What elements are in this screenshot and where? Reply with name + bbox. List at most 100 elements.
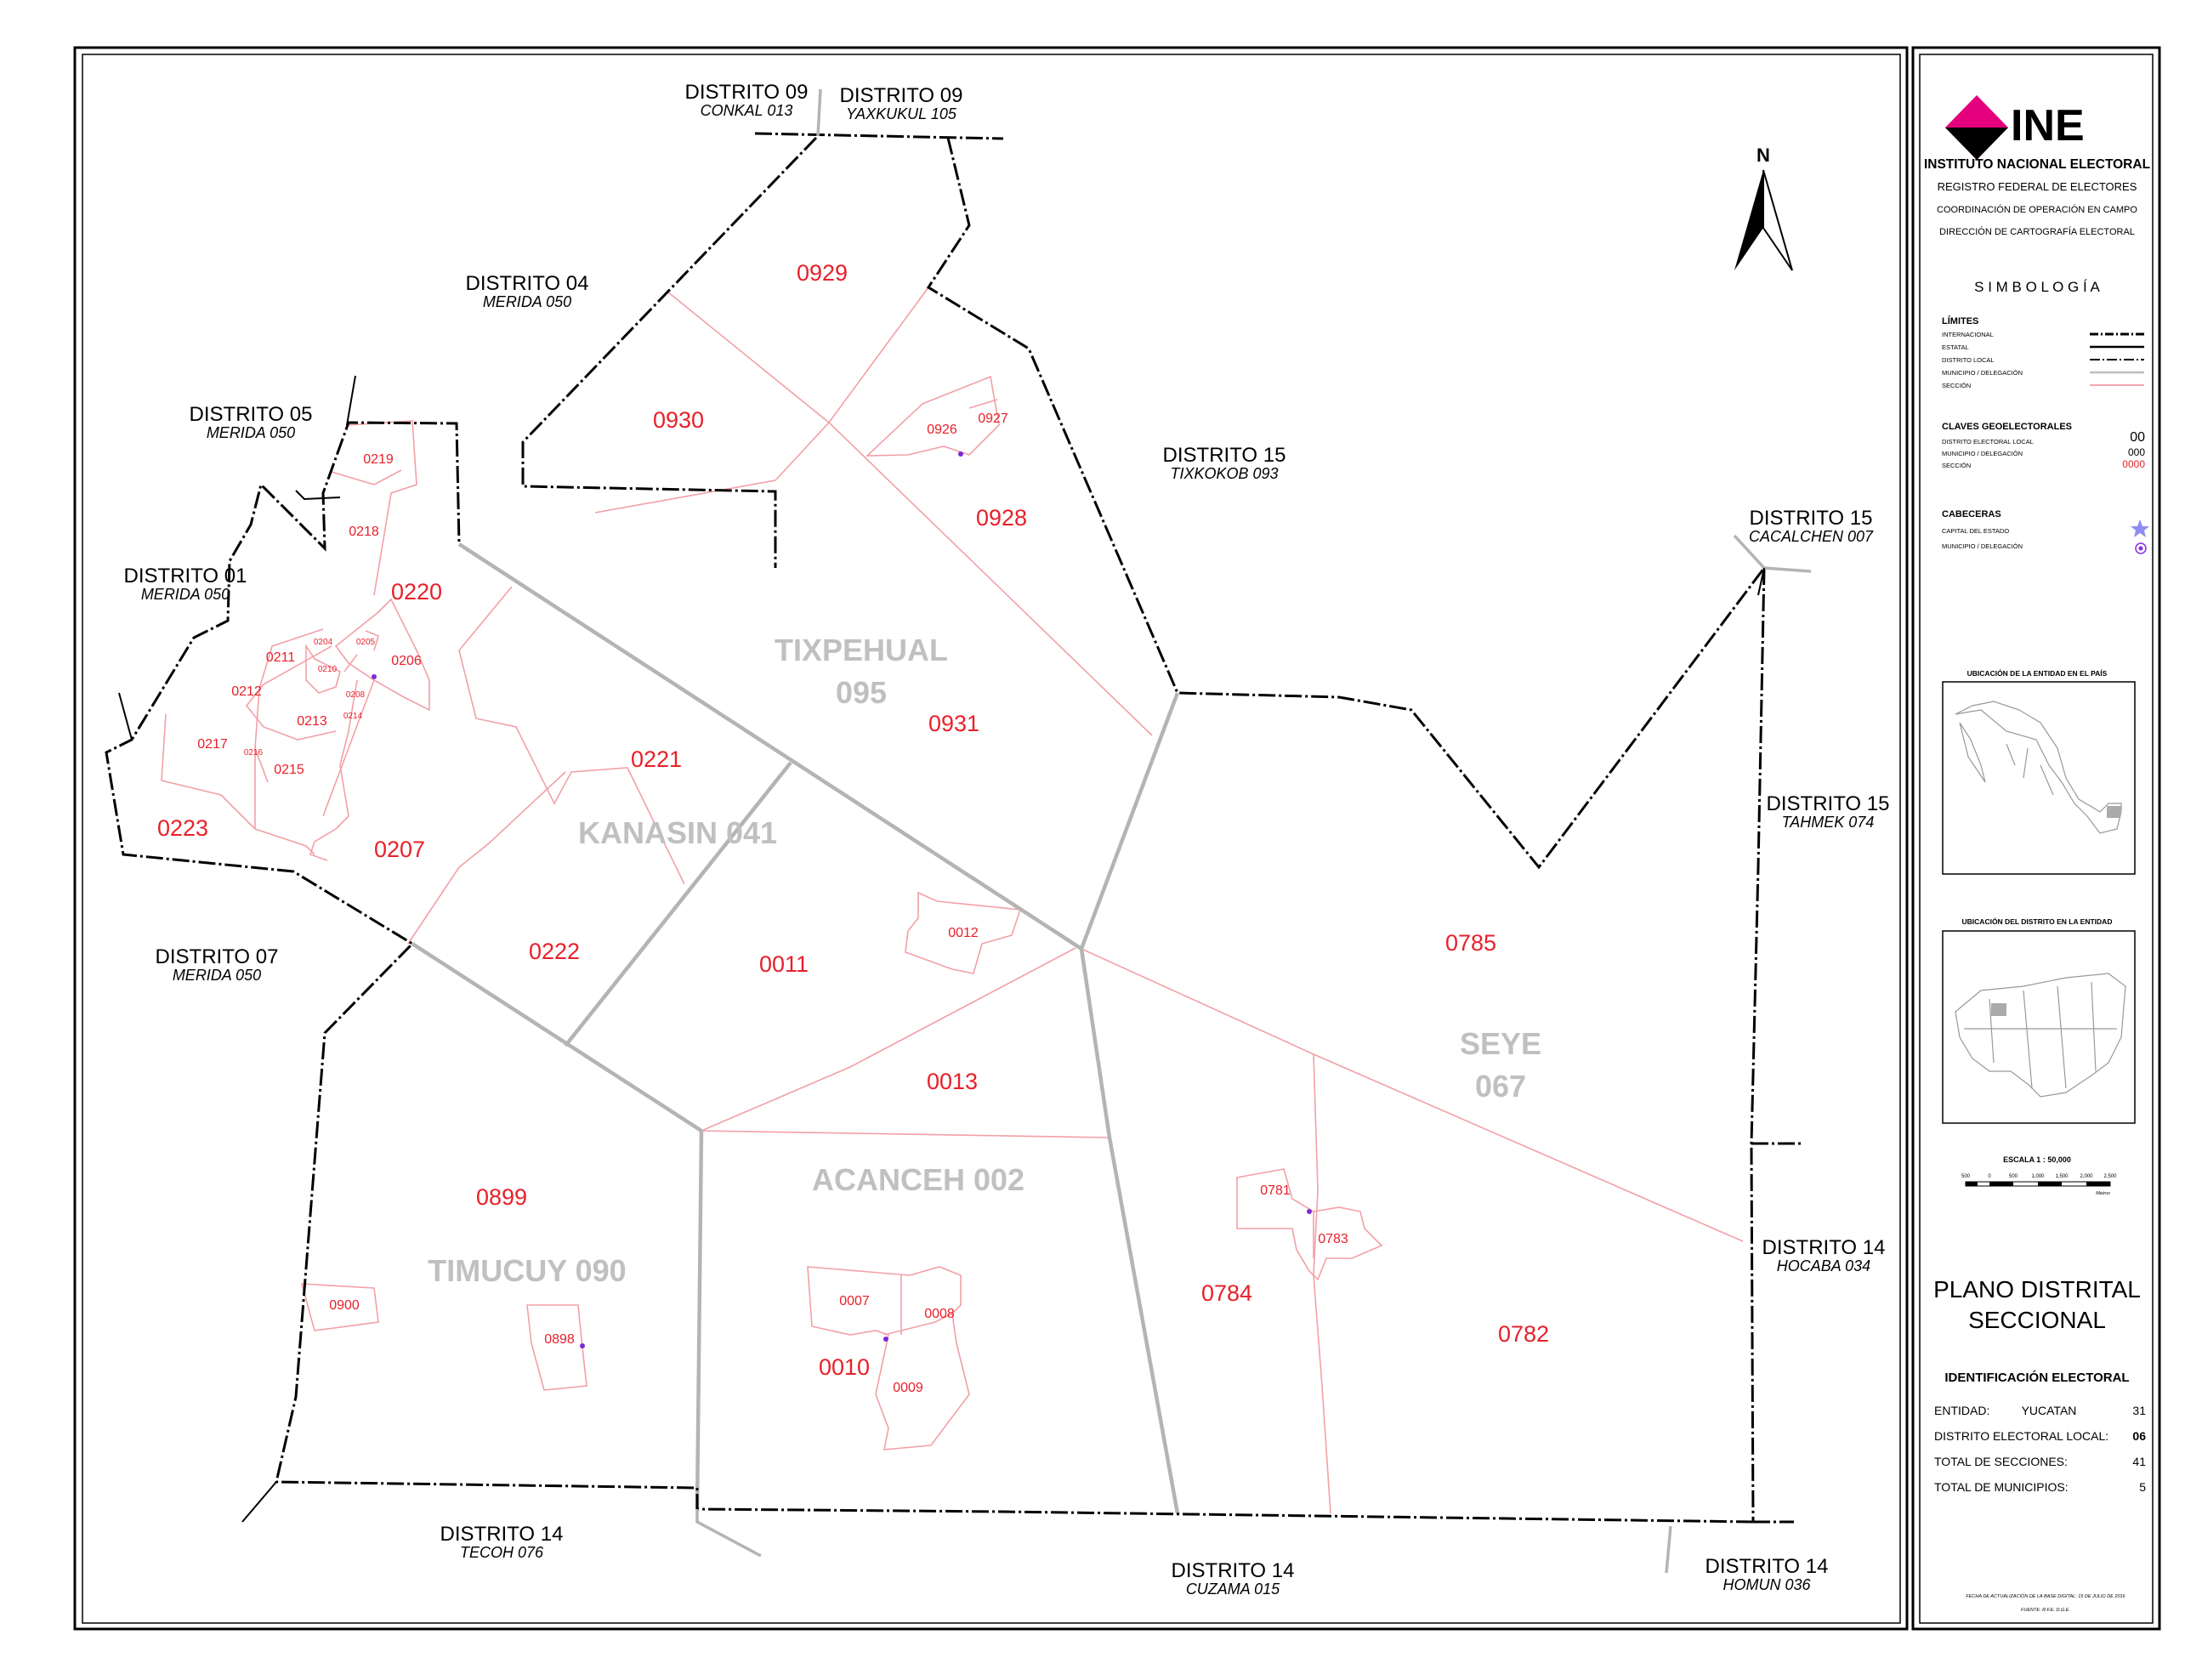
district-municipality: CUZAMA 015: [1186, 1581, 1280, 1598]
symbology-title: S I M B O L O G Í A: [1974, 279, 2100, 295]
section-label: 0007: [839, 1294, 870, 1308]
map-frame-outer: [73, 46, 1909, 1631]
section-label: 0223: [157, 815, 208, 841]
section-label: 0929: [797, 260, 848, 286]
north-label: N: [1756, 145, 1770, 166]
institute-name: INSTITUTO NACIONAL ELECTORAL: [1924, 157, 2150, 172]
district-municipality: MERIDA 050: [173, 967, 261, 984]
section-label: 0216: [244, 748, 264, 758]
section-label: 0222: [529, 939, 580, 964]
source-note: FUENTE: R.F.E. D.G.E.: [2021, 1608, 2070, 1613]
dot-icon: [580, 1343, 585, 1348]
map-frame-inner: [82, 54, 1901, 1624]
mexico-map-icon: [1955, 701, 2122, 834]
section-label: 0217: [197, 737, 228, 752]
limit-label: INTERNACIONAL: [1942, 331, 1994, 338]
scale-bar: [1965, 1181, 2111, 1187]
external-district-stubs: [118, 375, 1765, 1523]
district-municipality: HOCABA 034: [1777, 1257, 1870, 1274]
district-name: DISTRITO 14: [1172, 1559, 1295, 1582]
district-municipality: YAXKUKUL 105: [846, 105, 957, 122]
section-label: 0930: [653, 407, 704, 433]
district-name: DISTRITO 14: [440, 1523, 564, 1546]
scale-tick: 1,500: [2055, 1174, 2069, 1179]
heads-title: CABECERAS: [1942, 509, 2001, 519]
district-municipality: MERIDA 050: [141, 586, 230, 603]
district-name: DISTRITO 14: [1705, 1555, 1829, 1578]
ident-value: 31: [2132, 1404, 2146, 1417]
district-name: DISTRITO 09: [840, 84, 963, 107]
update-note: FECHA DE ACTUALIZACIÓN DE LA BASE DIGITA…: [1966, 1593, 2125, 1599]
plan-title-line1: PLANO DISTRITAL: [1933, 1276, 2141, 1303]
section-label: 0009: [893, 1381, 923, 1395]
municipality-code: 067: [1475, 1069, 1526, 1104]
section-label: 0784: [1201, 1280, 1252, 1306]
section-label: 0213: [297, 714, 327, 729]
star-icon: [2131, 519, 2149, 537]
ident-label: TOTAL DE MUNICIPIOS:: [1934, 1480, 2069, 1494]
north-arrow: N: [1734, 145, 1793, 271]
municipality-boundaries: [411, 542, 1180, 1514]
section-label: 0010: [819, 1354, 870, 1380]
geo-keys-title: CLAVES GEOELECTORALES: [1942, 422, 2072, 432]
section-label: 0783: [1318, 1232, 1348, 1246]
district-name: DISTRITO 01: [124, 565, 247, 587]
section-label: 0206: [391, 654, 422, 668]
plan-title-line2: SECCIONAL: [1968, 1307, 2106, 1333]
ident-title: IDENTIFICACIÓN ELECTORAL: [1944, 1370, 2129, 1385]
legend-frame-inner: [1919, 54, 2154, 1624]
section-label: 0928: [976, 505, 1027, 531]
district-name: DISTRITO 07: [156, 945, 279, 968]
section-label: 0900: [329, 1298, 360, 1313]
ident-value: 06: [2132, 1429, 2146, 1443]
section-label: 0012: [948, 926, 979, 940]
section-label: 0215: [274, 763, 304, 777]
district-name: DISTRITO 04: [466, 272, 589, 295]
municipality-name: SEYE: [1460, 1026, 1541, 1061]
dot-icon: [883, 1337, 888, 1342]
district-name: DISTRITO 15: [1163, 444, 1286, 467]
geo-key-code: 0000: [2122, 458, 2145, 470]
geo-key-label: DISTRITO ELECTORAL LOCAL: [1942, 438, 2034, 446]
section-label: 0781: [1260, 1183, 1291, 1198]
dot-icon-center: [2138, 546, 2143, 551]
registry-name: REGISTRO FEDERAL DE ELECTORES: [1938, 180, 2137, 193]
geo-key-code: 000: [2128, 446, 2145, 458]
district-boundary: [105, 132, 1801, 1524]
ident-value: 5: [2139, 1480, 2146, 1494]
section-label: 0208: [346, 690, 366, 700]
municipality-name: KANASIN 041: [578, 815, 777, 850]
geo-key-label: SECCIÓN: [1942, 462, 1971, 469]
direction-name: DIRECCIÓN DE CARTOGRAFÍA ELECTORAL: [1939, 226, 2135, 237]
section-label: 0218: [349, 525, 379, 539]
municipality-name: TIXPEHUAL: [775, 633, 948, 667]
yucatan-highlight: [2107, 806, 2121, 818]
ine-logo: INE: [1945, 95, 2085, 160]
district-municipality: HOMUN 036: [1722, 1576, 1811, 1593]
district-name: DISTRITO 05: [190, 403, 313, 426]
legend-frame-outer: [1911, 46, 2161, 1631]
section-label: 0211: [266, 650, 296, 665]
section-label: 0212: [231, 684, 262, 699]
section-label: 0013: [927, 1069, 978, 1094]
limit-label: SECCIÓN: [1942, 382, 1971, 389]
section-label: 0898: [544, 1332, 575, 1347]
section-label: 0219: [363, 452, 394, 467]
section-label: 0927: [978, 411, 1008, 426]
scale-tick: 2,500: [2103, 1174, 2117, 1179]
country-location-title: UBICACIÓN DE LA ENTIDAD EN EL PAÍS: [1967, 668, 2108, 678]
ident-label: TOTAL DE SECCIONES:: [1934, 1455, 2068, 1468]
ident-name: YUCATAN: [2022, 1404, 2077, 1417]
external-stubs: [695, 88, 1812, 1574]
scale-tick: 500: [2009, 1174, 2018, 1179]
district-municipality: CONKAL 013: [701, 102, 793, 119]
limit-label: ESTATAL: [1942, 343, 1969, 351]
section-label: 0221: [631, 746, 682, 772]
scale-tick: 500: [1961, 1174, 1971, 1179]
section-label: 0207: [374, 837, 425, 862]
district-municipality: TIXKOKOB 093: [1170, 465, 1278, 482]
